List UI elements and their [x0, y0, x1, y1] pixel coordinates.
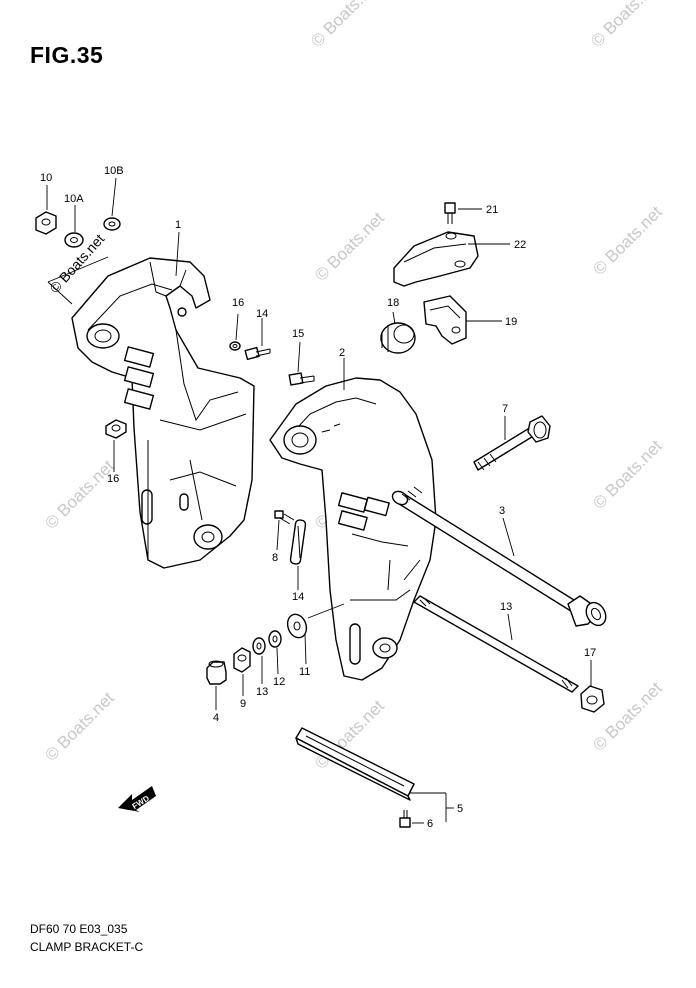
nut-18-left: [105, 419, 127, 439]
anode-5: [295, 727, 415, 801]
washer-10b-hole: [108, 221, 116, 227]
grommet-19: [380, 322, 416, 354]
watermark: © Boats.net: [589, 436, 666, 513]
screw-16-left: [244, 346, 271, 361]
bolt-21: [444, 202, 456, 224]
callout-1: 1: [175, 219, 181, 231]
washer-10a: [64, 232, 84, 248]
leader-3: [502, 517, 515, 557]
shaft-15: [413, 595, 579, 693]
callout-19: 18: [387, 297, 399, 309]
bolt-7: [473, 415, 551, 471]
callout-14: 14: [292, 591, 304, 603]
washer-11: [286, 613, 308, 639]
callout-10: 10: [40, 172, 52, 184]
bracket-line: [47, 281, 73, 305]
leader-15: [507, 613, 513, 641]
leader-8: [276, 519, 280, 551]
callout-13: 13: [256, 686, 268, 698]
washer-10a-hole: [70, 237, 78, 243]
clip-14: [289, 519, 307, 565]
leader-1: [175, 231, 180, 277]
cover-22: [393, 231, 479, 287]
callout-18-left: 16: [107, 473, 119, 485]
watermark: © Boats.net: [307, 0, 384, 51]
nut-9: [233, 647, 251, 673]
nut-18-right: [580, 685, 605, 713]
fwd-arrow: FWD: [118, 786, 156, 812]
callout-20: 19: [505, 316, 517, 328]
leader-2-link: [307, 603, 345, 619]
watermark: © Boats.net: [589, 202, 666, 279]
leader-17: [235, 313, 239, 341]
figure-title: FIG.35: [30, 42, 104, 68]
callout-12: 12: [273, 676, 285, 688]
leader-12: [276, 647, 279, 675]
leader-16-center: [297, 341, 301, 373]
washer-17: [229, 341, 241, 351]
diagram-name: CLAMP BRACKET-C: [30, 940, 144, 954]
watermark: © Boats.net: [311, 208, 388, 285]
callout-2: 2: [339, 347, 345, 359]
washer-10b: [103, 217, 121, 231]
callout-9: 9: [240, 698, 246, 710]
nut-10-hole: [41, 218, 51, 226]
clamp-bracket-right: [269, 377, 437, 681]
tilt-shaft-3: [391, 486, 607, 627]
callout-4: 4: [213, 712, 219, 724]
watermark: © Boats.net: [41, 688, 118, 765]
leader-19: [392, 311, 396, 325]
callout-17: 16: [232, 297, 244, 309]
leader-10b: [111, 177, 117, 217]
callout-10b: 10B: [104, 165, 124, 177]
bracket-20: [423, 295, 467, 345]
clamp-bracket-left: [71, 257, 255, 569]
callout-8: 8: [272, 552, 278, 564]
callout-11: 11: [299, 666, 310, 678]
callout-15: 13: [500, 601, 512, 613]
screw-8: [274, 510, 295, 525]
callout-18-right: 17: [584, 647, 596, 659]
bracket-line: [47, 256, 109, 283]
diagram-code: DF60 70 E03_035: [30, 922, 128, 936]
washer-13: [252, 637, 266, 655]
nut-group-10: [35, 177, 121, 305]
callout-22: 22: [514, 239, 526, 251]
callout-labels: 10 10A 10B 1 16 14 15 2 16 18 19 21 22 7…: [40, 165, 596, 830]
callout-3: 3: [499, 505, 505, 517]
callout-7: 7: [502, 403, 508, 415]
washer-12: [268, 630, 282, 648]
callout-21: 21: [486, 204, 498, 216]
callout-5: 5: [457, 803, 463, 815]
callout-6: 6: [427, 818, 433, 830]
watermark: © Boats.net: [587, 0, 664, 51]
callout-16-left: 14: [256, 308, 268, 320]
watermark: © Boats.net: [41, 456, 118, 533]
callout-16-center: 15: [292, 328, 304, 340]
bolt-6: [399, 810, 411, 828]
leader-11: [304, 633, 307, 665]
callout-10a: 10A: [64, 193, 84, 205]
screw-16-center: [288, 372, 315, 386]
cap-nut-4: [206, 660, 227, 685]
nut-10: [35, 211, 57, 235]
